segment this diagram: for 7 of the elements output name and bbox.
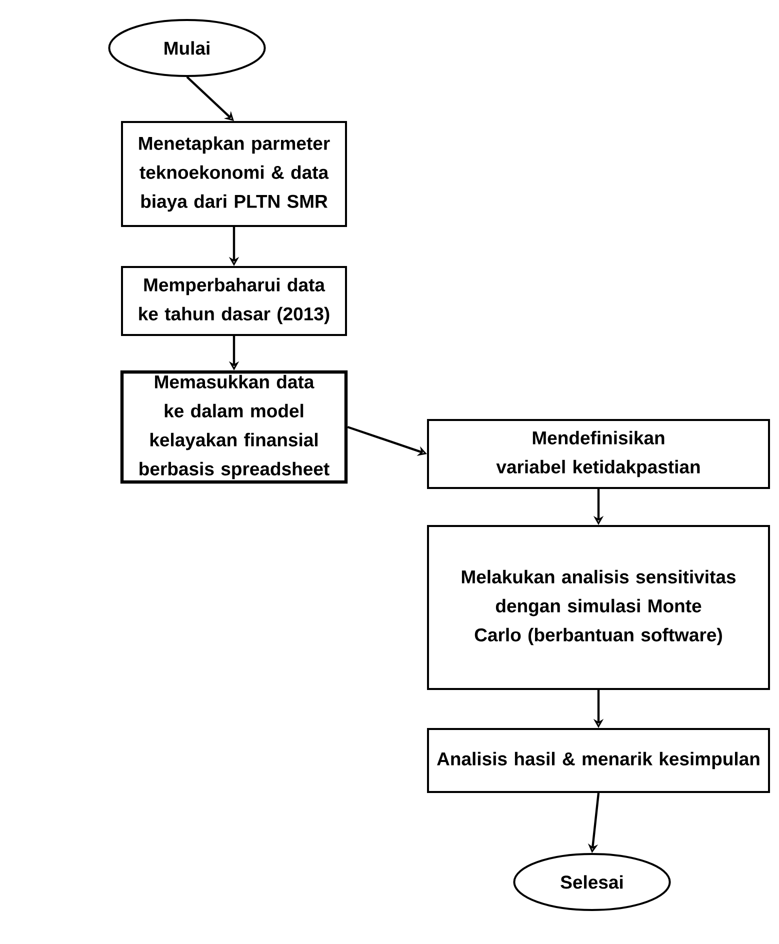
process-box: Memasukkan data ke dalam model kelayakan finansial berbasis spreadsheet (120, 370, 348, 484)
process-box: Menetapkan parmeter teknoekonomi & data biaya dari PLTN SMR (121, 121, 347, 227)
arrow (186, 76, 234, 121)
process-box: Mendefinisikan variabel ketidakpastian (427, 419, 770, 489)
process-box: Melakukan analisis sensitivitas dengan simulasi Monte Carlo (berbantuan software) (427, 525, 770, 690)
process-box: Analisis hasil & menarik kesimpulan (427, 728, 770, 793)
process-box: Memperbaharui data ke tahun dasar (2013) (121, 266, 347, 336)
